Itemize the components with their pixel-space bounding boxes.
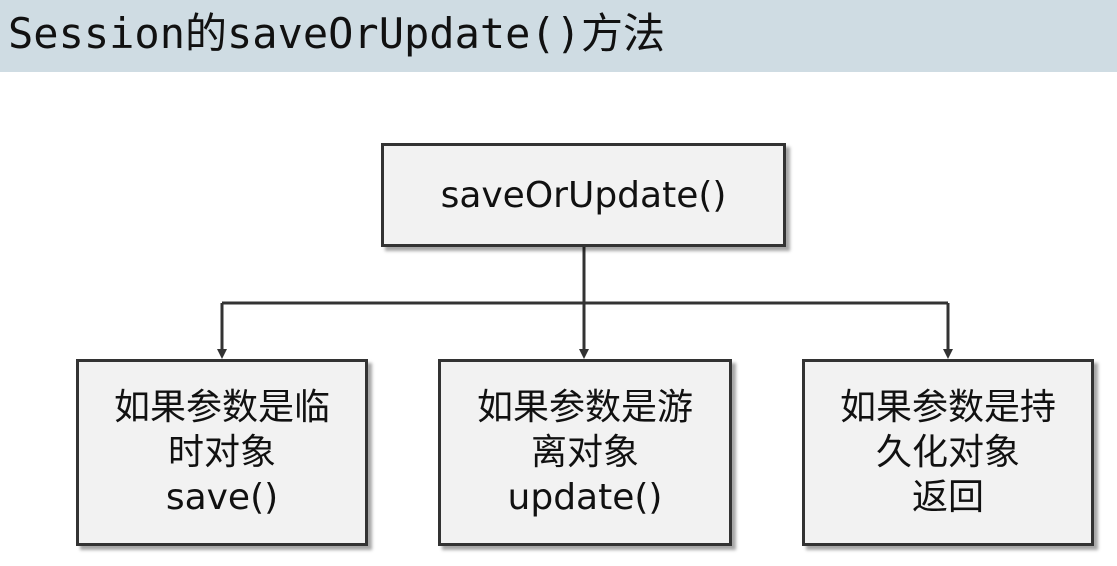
node-saveorupdate-label: saveOrUpdate() [440, 174, 727, 216]
node-transient-line-3: save() [165, 477, 279, 518]
node-persistent-return: 如果参数是持 久化对象 返回 [802, 359, 1094, 546]
node-detached-line-1: 如果参数是游 [476, 387, 693, 428]
node-persistent-line-2: 久化对象 [875, 432, 1020, 473]
title-bar: Session的saveOrUpdate()方法 [0, 0, 1117, 72]
node-transient-save: 如果参数是临 时对象 save() [76, 359, 368, 546]
node-persistent-line-1: 如果参数是持 [839, 387, 1056, 428]
node-detached-line-2: 离对象 [530, 432, 639, 473]
node-transient-line-1: 如果参数是临 [113, 387, 330, 428]
node-detached-update: 如果参数是游 离对象 update() [438, 359, 732, 546]
node-transient-line-2: 时对象 [167, 432, 276, 473]
node-persistent-line-3: 返回 [911, 477, 984, 518]
node-saveorupdate: saveOrUpdate() [381, 143, 786, 247]
node-detached-line-3: update() [507, 477, 663, 518]
page-title: Session的saveOrUpdate()方法 [8, 9, 666, 58]
